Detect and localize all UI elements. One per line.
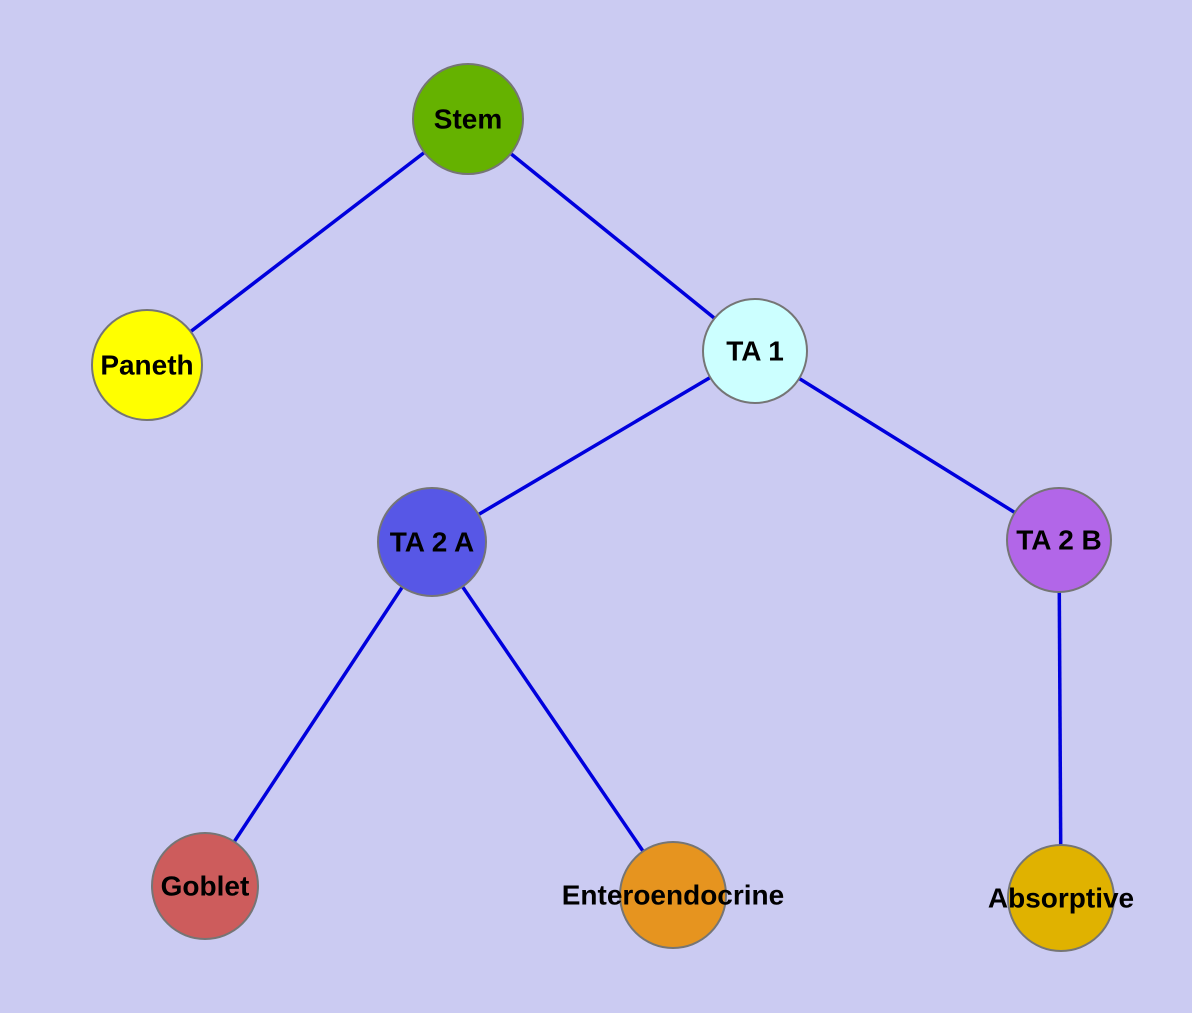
node-goblet [151,832,259,940]
edge-ta2a-goblet [203,541,434,887]
node-ta2a [377,487,487,597]
node-absorptive [1007,844,1115,952]
node-label-stem: Stem [434,104,502,135]
node-ta1 [702,298,808,404]
node-paneth [91,309,203,421]
node-ta2b [1006,487,1112,593]
node-enteroendocrine [619,841,727,949]
node-label-ta1: TA 1 [726,336,784,367]
node-label-paneth: Paneth [100,350,193,381]
edge-ta2b-absorptive [1057,539,1063,899]
edge-stem-ta1 [466,117,757,353]
node-label-absorptive: Absorptive [988,883,1134,914]
edge-stem-paneth [145,117,470,367]
node-label-ta2b: TA 2 B [1016,525,1102,556]
node-label-goblet: Goblet [161,871,250,902]
edge-ta2a-enteroendocrine [430,541,675,896]
node-label-ta2a: TA 2 A [390,527,475,558]
edge-ta1-ta2a [431,349,756,544]
edge-ta1-ta2b [754,349,1060,542]
node-stem [412,63,524,175]
node-label-enteroendocrine: Enteroendocrine [562,880,784,911]
